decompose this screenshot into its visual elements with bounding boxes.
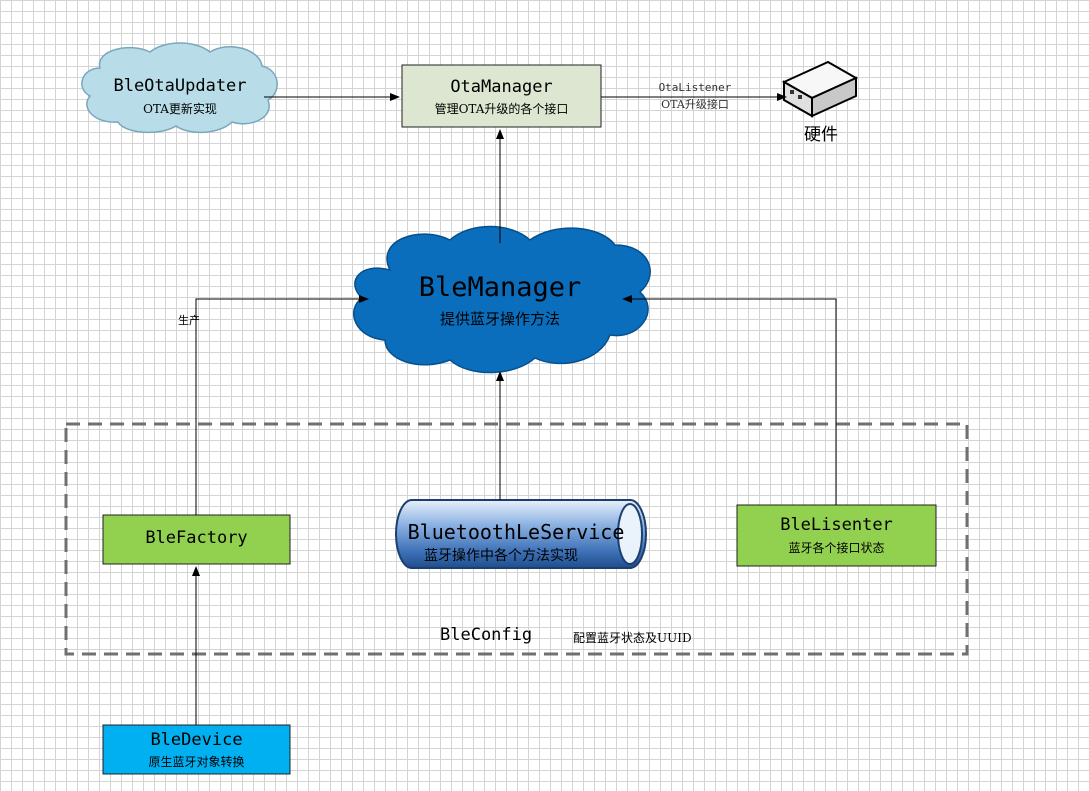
ble-lisenter-title: BleLisenter <box>780 515 893 535</box>
ble-config-container <box>64 422 969 656</box>
ble-device-title: BleDevice <box>150 730 243 750</box>
ble-manager-subtitle: 提供蓝牙操作方法 <box>439 310 560 328</box>
ble-factory-box[interactable] <box>102 514 291 565</box>
hardware-icon <box>781 60 859 118</box>
ble-lisenter-subtitle: 蓝牙各个接口状态 <box>788 541 885 555</box>
edge-lisenter-to-blemanager <box>622 295 837 505</box>
bluetooth-le-service-cylinder[interactable] <box>395 499 647 569</box>
ble-config-subtitle: 配置蓝牙状态及UUID <box>573 631 692 645</box>
ble-config-title: BleConfig <box>440 625 533 645</box>
edge-factory-to-blemanager <box>195 295 369 515</box>
ota-manager-subtitle: 管理OTA升级的各个接口 <box>434 102 569 116</box>
ota-manager-box[interactable] <box>401 64 602 128</box>
bluetooth-le-service-title: BluetoothLeService <box>407 520 625 544</box>
bluetooth-le-service-subtitle: 蓝牙操作中各个方法实现 <box>424 548 578 564</box>
hardware-label: 硬件 <box>804 125 838 145</box>
ota-listener-label: OtaListener <box>658 81 732 94</box>
ble-manager-cloud[interactable] <box>352 225 651 374</box>
ble-ota-updater-cloud[interactable] <box>81 42 278 134</box>
ble-ota-updater-subtitle: OTA更新实现 <box>143 102 217 116</box>
ota-manager-title: OtaManager <box>450 77 553 97</box>
ble-factory-title: BleFactory <box>145 528 248 548</box>
produce-label: 生产 <box>178 314 200 327</box>
ble-manager-title: BleManager <box>418 272 582 303</box>
ble-ota-updater-title: BleOtaUpdater <box>113 76 247 96</box>
ble-device-subtitle: 原生蓝牙对象转换 <box>148 755 245 769</box>
ota-upgrade-interface-label: OTA升级接口 <box>661 98 729 111</box>
